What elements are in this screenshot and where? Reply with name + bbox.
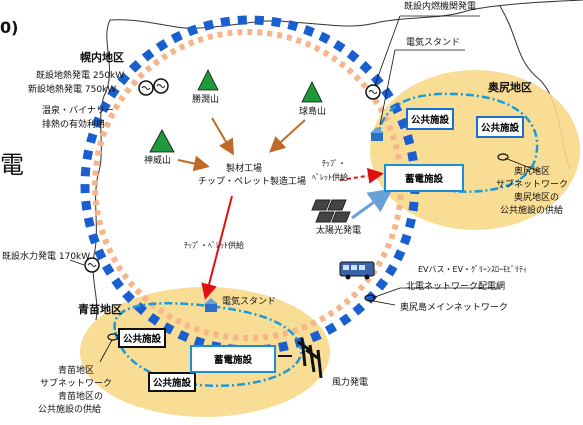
factory-line-1: 製材工場: [226, 164, 263, 174]
generator-icon-hydro: [84, 257, 100, 273]
leader-hokuden: [371, 287, 401, 299]
ev-bus-icon: [339, 261, 375, 280]
supply-right-1: ﾁｯﾌﾟ・: [322, 159, 346, 168]
okushiri-subnetwork: [376, 92, 539, 193]
aonae-note-2: サブネットワーク: [40, 379, 113, 389]
okushiri-note-3: 奥尻地区の: [514, 193, 560, 203]
mountain-kyujimayama: [301, 81, 323, 103]
station-top-label: 電気スタンド: [406, 38, 461, 48]
wind-label: 風力発電: [332, 378, 369, 388]
aonae-note-4: 公共施設の供給: [38, 405, 102, 415]
hydro-label: 既設水力発電 170kW: [2, 252, 91, 262]
public-facility-okushiri-2: 公共施設: [476, 116, 524, 138]
generator-icon-horonai-2: [153, 78, 169, 94]
horonai-note-3: 温泉・バイナリー: [42, 106, 114, 116]
hokuden-label: 北電ネットワーク配電網: [406, 282, 506, 292]
ev-label: EVバス・EV・ｸﾞﾘｰﾝｽﾛｰﾓﾋﾞﾘﾃｨ: [418, 265, 528, 274]
arrow-supply-down: [201, 195, 233, 300]
factory-line-2: チップ・ペレット製造工場: [198, 177, 307, 187]
leader-station-top: [379, 49, 396, 126]
storage-aonae: 蓄電施設: [190, 345, 276, 373]
arrow-katsumayama: [211, 117, 235, 156]
subnet-marker-okushiri: [497, 153, 509, 161]
solar-panels: [311, 199, 351, 223]
wind-turbines-icon: [297, 337, 323, 379]
aonae-note-1: 青苗地区: [58, 366, 95, 376]
existing-ice-label: 既設内燃機関発電: [404, 2, 477, 12]
generator-icon-horonai-1: [138, 80, 154, 96]
leader-existing-ice: [374, 15, 401, 86]
mountain-katsumayama: [197, 69, 219, 91]
mountain-kamuiyama: [149, 129, 175, 153]
label-kamuiyama: 神威山: [144, 156, 172, 166]
arrow-solar: [351, 188, 393, 220]
storage-okushiri: 蓄電施設: [384, 164, 464, 192]
horonai-note-4: 排熱の有効利用: [42, 120, 106, 130]
arrow-kyujimayama: [269, 119, 306, 153]
supply-right-2: ﾍﾟﾚｯﾄ供給: [312, 173, 348, 182]
horonai-note-2: 新設地熱発電 750kW: [28, 85, 117, 95]
leader-hydro: [69, 259, 85, 266]
generator-icon-existing: [365, 84, 381, 100]
station-building-top: [370, 127, 384, 141]
public-facility-okushiri-1: 公共施設: [406, 108, 454, 130]
label-katsumayama: 勝澗山: [192, 95, 220, 105]
leader-aonae-sub: [99, 339, 113, 363]
public-facility-aonae-1: 公共施設: [118, 328, 166, 348]
horonai-note-1: 既設地熱発電 250kW: [36, 71, 125, 81]
arrow-kamuiyama: [177, 155, 210, 172]
okushiri-note-2: サブネットワーク: [496, 180, 569, 190]
district-horonai: 幌内地区: [80, 51, 124, 64]
supply-down: ﾁｯﾌﾟ・ﾍﾟﾚｯﾄ供給: [184, 241, 244, 250]
district-aonae: 青苗地区: [78, 303, 122, 316]
main-network-label: 奥尻島メインネットワーク: [400, 303, 508, 313]
district-okushiri: 奥尻地区: [488, 81, 532, 94]
station-building-bottom: [204, 298, 218, 312]
solar-label: 太陽光発電: [316, 226, 362, 236]
aonae-note-3: 青苗地区の: [58, 392, 104, 402]
large-char: 電: [0, 151, 24, 179]
okushiri-note-4: 公共施設の供給: [500, 206, 564, 216]
hokuden-marker: [364, 294, 376, 302]
station-bottom-label: 電気スタンド: [222, 297, 277, 307]
okushiri-note-1: 奥尻地区: [514, 167, 551, 177]
label-kyujimayama: 球島山: [299, 107, 327, 117]
left-marker: 0): [0, 18, 19, 37]
public-facility-aonae-2: 公共施設: [148, 372, 196, 392]
leader-okushiri-sub: [504, 157, 541, 173]
